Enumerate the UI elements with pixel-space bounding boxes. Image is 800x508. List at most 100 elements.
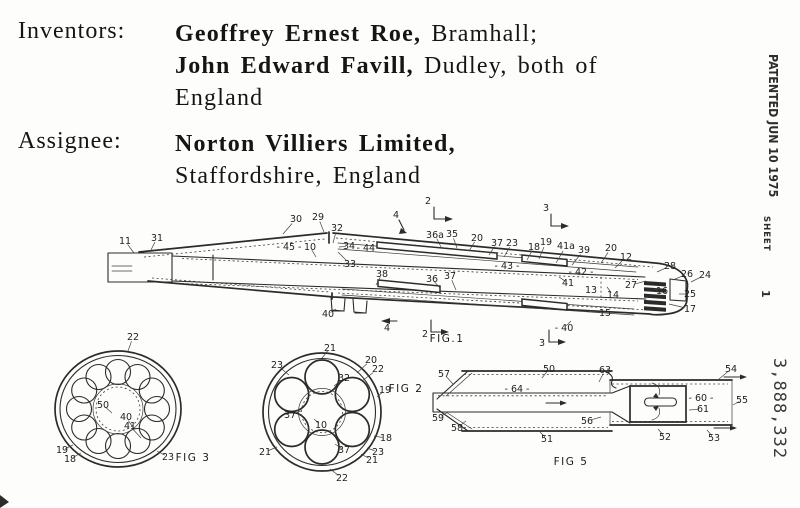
leader-line xyxy=(149,242,156,253)
fig5-rear-casing xyxy=(609,379,733,426)
leader-line xyxy=(488,246,495,256)
fig5-baffle-box xyxy=(629,385,687,423)
fig2-central-tube-perforated xyxy=(301,391,343,433)
fig5-nose-cone-inner xyxy=(445,372,473,430)
ref-numeral-24: 24 xyxy=(699,270,711,281)
ref-numeral-61: 61 xyxy=(697,404,709,415)
fig3-central-tube xyxy=(92,383,144,435)
fig1-lower-sleeve-a xyxy=(377,279,441,294)
leader-line xyxy=(600,252,609,264)
ref-numeral-18: 18 xyxy=(64,454,76,465)
fig2-outer-shell xyxy=(262,352,382,472)
fig5-caption: FIG 5 xyxy=(554,456,589,468)
drawing-line xyxy=(441,329,449,335)
leader-line xyxy=(434,281,441,289)
leader-line xyxy=(688,408,699,411)
ref-numeral-43: - 43 - xyxy=(495,261,520,272)
drawing-line xyxy=(124,363,151,391)
drawing-line xyxy=(730,425,737,431)
leader-line xyxy=(653,288,660,291)
ref-numeral-2: 2 xyxy=(425,196,431,207)
ref-numeral-19: 19 xyxy=(379,385,391,396)
ref-numeral-14: 14 xyxy=(607,290,619,301)
leader-line xyxy=(127,244,135,254)
drawing-line xyxy=(334,376,371,413)
leader-line xyxy=(440,411,449,417)
fig1-casing-stipple xyxy=(143,237,654,311)
leader-line xyxy=(657,428,664,435)
drawing-line xyxy=(381,318,390,324)
leader-line xyxy=(558,276,566,282)
drawing-line xyxy=(644,287,666,293)
ref-numeral-21: 21 xyxy=(259,447,271,458)
leader-line xyxy=(468,241,475,252)
ref-numeral-16: 16 xyxy=(656,286,668,297)
leader-line xyxy=(356,363,368,374)
leader-line xyxy=(614,260,623,269)
ref-numeral-21: 21 xyxy=(366,455,378,466)
inventor-name-1: Geoffrey Ernest Roe, xyxy=(175,21,422,47)
leader-line xyxy=(334,443,342,449)
fig1-inlet-notch xyxy=(111,265,133,272)
assignee-row: Assignee: Norton Villiers Limited, Staff… xyxy=(18,128,738,192)
leader-line xyxy=(329,468,339,476)
ref-numeral-10: 10 xyxy=(304,242,316,253)
ref-numeral-22: 22 xyxy=(127,332,139,343)
assignee-value: Norton Villiers Limited, Staffordshire, … xyxy=(175,128,456,192)
fig3-central-tube-perforated xyxy=(95,386,141,432)
ref-numeral-23: 23 xyxy=(372,447,384,458)
ref-numeral-22: 22 xyxy=(372,364,384,375)
ref-numeral-63: 63 xyxy=(599,365,611,376)
ref-numeral-20: 20 xyxy=(471,233,483,244)
ref-numeral-26: 26 xyxy=(681,269,693,280)
leader-line xyxy=(668,303,684,308)
ref-numeral-37: 37 xyxy=(284,410,296,421)
ref-numeral-4: 4 xyxy=(393,210,399,221)
leader-line xyxy=(555,250,564,264)
drawing-line xyxy=(143,395,171,423)
ref-numeral-64: - 64 - xyxy=(505,384,530,395)
leader-line xyxy=(321,350,328,359)
leader-line xyxy=(459,420,467,427)
leader-line xyxy=(451,280,457,291)
leader-line xyxy=(436,238,442,248)
ref-numeral-41a: 41a xyxy=(557,241,575,252)
fig2-inner-shell xyxy=(267,357,377,467)
leader-line xyxy=(539,431,546,438)
drawing-line xyxy=(334,411,371,448)
leader-line xyxy=(588,310,601,313)
drawing-line xyxy=(430,319,442,333)
drawing-line xyxy=(644,281,666,287)
drawing-line xyxy=(669,278,687,302)
drawing-line xyxy=(304,429,340,465)
ref-numeral-20: 20 xyxy=(365,355,377,366)
ref-numeral-13: 13 xyxy=(585,285,597,296)
ref-numeral-57: 57 xyxy=(438,369,450,380)
fig5-rear-casing-end xyxy=(609,379,733,426)
ref-numeral-40: 40 xyxy=(322,309,334,320)
ref-numeral-39: 39 xyxy=(578,245,590,256)
leader-line xyxy=(65,444,74,449)
fig3-outer-shell xyxy=(54,350,182,468)
drawing-line xyxy=(740,374,747,380)
drawing-line xyxy=(433,206,446,220)
ref-numeral-37: 37 xyxy=(491,238,503,249)
ref-numeral-21: 21 xyxy=(324,343,336,354)
ref-numeral-50: 50 xyxy=(97,400,109,411)
leader-line xyxy=(330,308,337,313)
ref-numeral-35: 35 xyxy=(446,229,458,240)
drawing-line xyxy=(651,407,661,421)
ref-numeral-40: - 40 xyxy=(555,323,574,334)
ref-numeral-3: 3 xyxy=(543,203,549,214)
fig1-lower-sleeve-b xyxy=(521,298,568,311)
ref-numeral-31: 31 xyxy=(151,233,163,244)
drawing-line xyxy=(548,329,559,343)
drawing-line xyxy=(65,395,93,423)
leader-line xyxy=(565,320,572,327)
